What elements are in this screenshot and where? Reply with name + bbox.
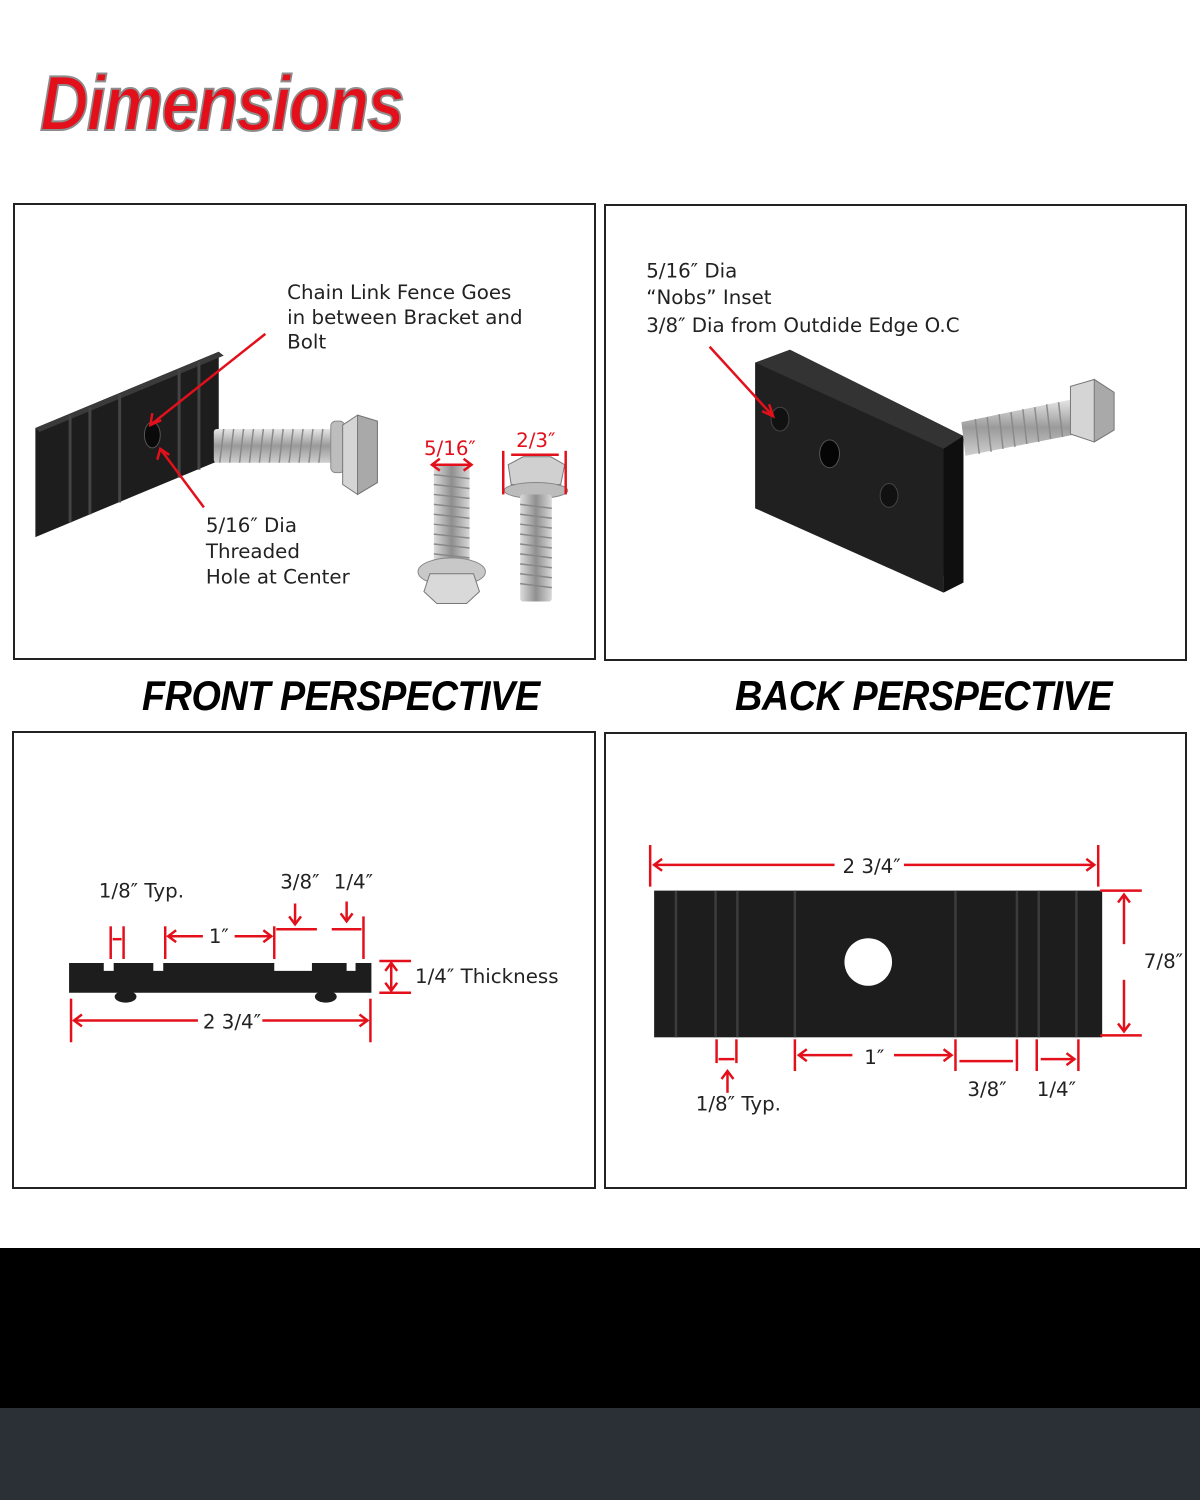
- bolt-vertical-head-down: [417, 464, 486, 604]
- panel-side-dimensions: 1/8″ Typ. 3/8″ 1/4″ 1″ 1/4″ Thickness 2 …: [12, 731, 596, 1189]
- side-typ-label: 1/8″ Typ.: [99, 880, 184, 903]
- panel-back-isometric: 5/16″ Dia “Nobs” Inset 3/8″ Dia from Out…: [604, 204, 1187, 661]
- hole-note-line3: Hole at Center: [206, 566, 351, 589]
- top-length-label: 2 3/4″: [842, 855, 900, 878]
- side-one-label: 1″: [209, 925, 229, 948]
- top-14-label: 1/4″: [1037, 1078, 1076, 1101]
- top-view-drawing: 2 3/4″ 7/8″ 1″ 3/8″ 1/4″ 1/8″ Typ.: [648, 845, 1183, 1116]
- page-title: Dimensions: [39, 58, 405, 148]
- back-perspective-heading: BACK PERSPECTIVE: [735, 672, 1113, 719]
- nobs-note-line2: “Nobs” Inset: [646, 286, 772, 309]
- bolt-vertical-head-up: [503, 456, 569, 602]
- top-38-label: 3/8″: [967, 1078, 1006, 1101]
- bolt-head-label: 2/3″: [516, 429, 555, 452]
- panel-front-isometric: Chain Link Fence Goes in between Bracket…: [13, 203, 596, 660]
- bolt-horizontal: [213, 414, 378, 496]
- hole-note-line2: Threaded: [205, 540, 300, 563]
- bolt-dia-label: 5/16″: [424, 437, 476, 460]
- top-height-label: 7/8″: [1144, 950, 1183, 973]
- footer-gray-band: [0, 1408, 1200, 1500]
- side-profile-drawing: 1/8″ Typ. 3/8″ 1/4″ 1″ 1/4″ Thickness 2 …: [69, 871, 559, 1043]
- nobs-pointer: [708, 345, 776, 419]
- side-profile-shape: [69, 962, 372, 1003]
- side-14-label: 1/4″: [334, 871, 373, 894]
- side-length-label: 2 3/4″: [203, 1010, 261, 1033]
- top-typ-label: 1/8″ Typ.: [696, 1093, 781, 1116]
- back-isometric-illustration: 5/16″ Dia “Nobs” Inset 3/8″ Dia from Out…: [646, 259, 1115, 593]
- bracket-back-shape: [755, 349, 964, 593]
- bracket-front-shape: [35, 351, 224, 538]
- nobs-note-line1: 5/16″ Dia: [646, 259, 737, 282]
- side-thickness-label: 1/4″ Thickness: [415, 965, 559, 988]
- side-dimension-lines: [69, 901, 412, 1043]
- bolt-back-horizontal: [961, 378, 1115, 456]
- footer-black-band: [0, 1248, 1200, 1408]
- side-38-label: 3/8″: [280, 871, 319, 894]
- top-one-label: 1″: [864, 1046, 884, 1069]
- fence-note-line3: Bolt: [287, 331, 326, 354]
- nobs-note-line3: 3/8″ Dia from Outdide Edge O.C: [646, 314, 959, 337]
- fence-note-line1: Chain Link Fence Goes: [287, 281, 511, 304]
- front-perspective-heading: FRONT PERSPECTIVE: [142, 672, 540, 719]
- bolt-dimension-lines: [148, 332, 567, 509]
- fence-note-line2: in between Bracket and: [287, 306, 522, 329]
- hole-note-line1: 5/16″ Dia: [206, 514, 297, 537]
- panel-top-dimensions: 2 3/4″ 7/8″ 1″ 3/8″ 1/4″ 1/8″ Typ.: [604, 732, 1187, 1189]
- top-view-shape: [654, 890, 1103, 1038]
- top-dimension-lines: [648, 845, 1142, 1093]
- front-isometric-illustration: Chain Link Fence Goes in between Bracket…: [35, 281, 569, 604]
